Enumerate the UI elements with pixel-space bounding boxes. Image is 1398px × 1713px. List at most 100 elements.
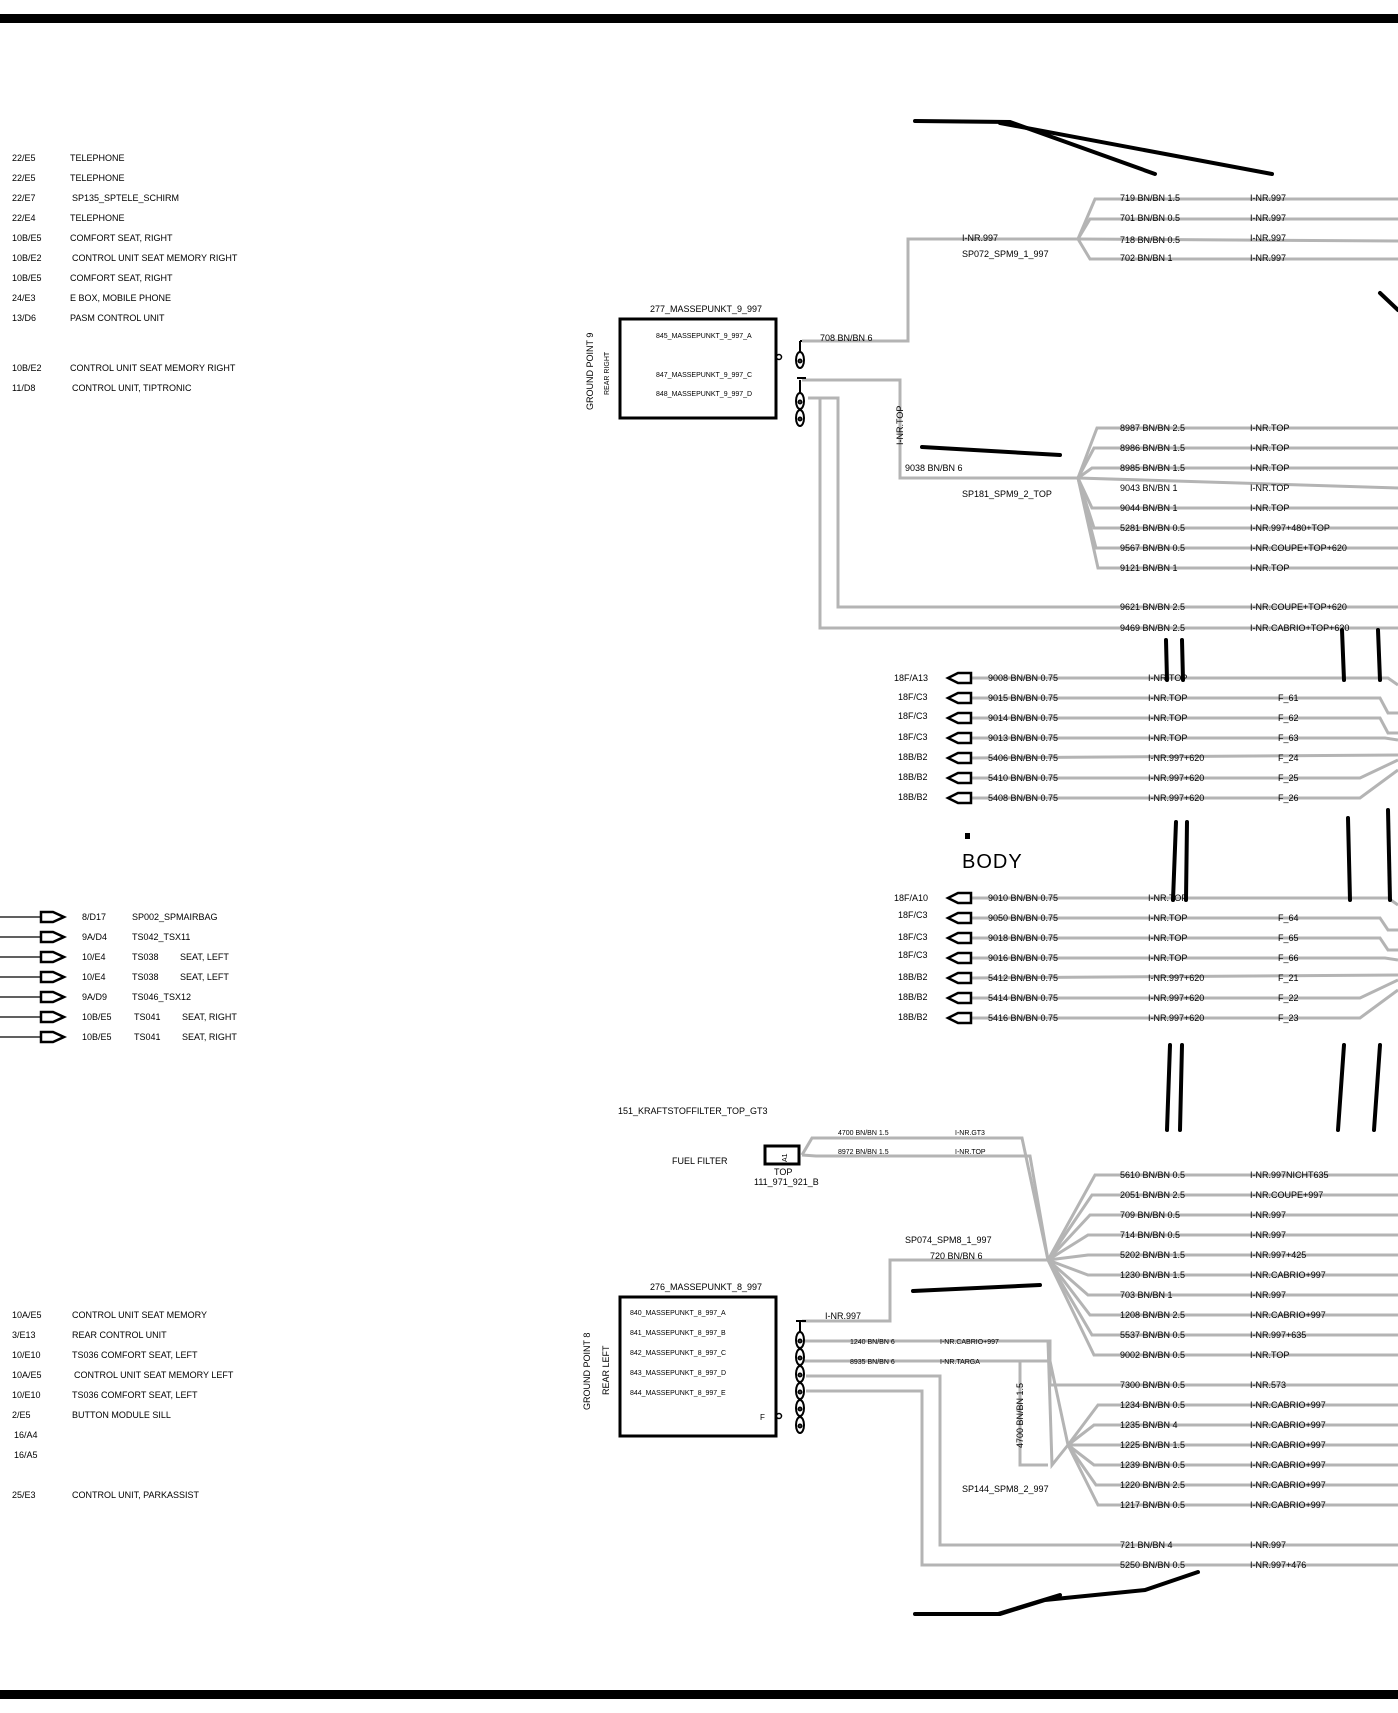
inr-label: I-NR.GT3	[955, 1130, 985, 1137]
ref-desc: E BOX, MOBILE PHONE	[70, 293, 171, 303]
inr-label: I-NR.997+620	[1148, 753, 1204, 763]
wire-label: 5406 BN/BN 0.75	[988, 753, 1058, 763]
connector-arrow-icon	[945, 931, 973, 945]
connector-arrow-icon	[945, 911, 973, 925]
wire-label: 4700 BN/BN 1.5	[838, 1130, 889, 1137]
inr-label: I-NR.TOP	[1250, 563, 1289, 573]
ref-code: 22/E7	[12, 193, 36, 203]
fuse-label: F_22	[1278, 993, 1299, 1003]
arrow-ref: 10B/E5	[82, 1032, 112, 1042]
inr-label: I-NR.TOP	[1250, 423, 1289, 433]
wire-label: 1240 BN/BN 6	[850, 1339, 895, 1346]
top-border	[0, 14, 1398, 23]
wire-label: 709 BN/BN 0.5	[1120, 1210, 1180, 1220]
connector-arrow-icon	[945, 991, 973, 1005]
fuse-label: F_24	[1278, 753, 1299, 763]
ref-code: 16/A5	[14, 1450, 38, 1460]
arrow-ref: 10/E4	[82, 972, 106, 982]
ref-code: 25/E3	[12, 1490, 36, 1500]
connector-ref: 18B/B2	[898, 972, 928, 982]
wire-label: 1217 BN/BN 0.5	[1120, 1500, 1185, 1510]
pin-label: 844_MASSEPUNKT_8_997_E	[630, 1390, 726, 1397]
ref-code: 3/E13	[12, 1330, 36, 1340]
inr-label: I-NR.997+620	[1148, 1013, 1204, 1023]
connector-arrow-icon	[945, 731, 973, 745]
inr-label: I-NR.997	[1250, 1540, 1286, 1550]
inr-label: I-NR.TARGA	[940, 1359, 980, 1366]
connector-arrow-icon	[945, 891, 973, 905]
connector-arrow-icon	[945, 971, 973, 985]
wire-label: 9002 BN/BN 0.5	[1120, 1350, 1185, 1360]
arrow-connector-icon	[39, 1010, 68, 1024]
wire-label: 1230 BN/BN 1.5	[1120, 1270, 1185, 1280]
wire-label: 5281 BN/BN 0.5	[1120, 523, 1185, 533]
fuel-filter-code: 111_971_921_B	[754, 1177, 819, 1187]
arrow-desc: SEAT, RIGHT	[182, 1032, 237, 1042]
wire-label: 1220 BN/BN 2.5	[1120, 1480, 1185, 1490]
wire-label: 9469 BN/BN 2.5	[1120, 623, 1185, 633]
wire-label: 9008 BN/BN 0.75	[988, 673, 1058, 683]
inr-label: I-NR.997+620	[1148, 773, 1204, 783]
connector-ref: 18B/B2	[898, 752, 928, 762]
inr-label: I-NR.CABRIO+TOP+620	[1250, 623, 1349, 633]
wire-label: 702 BN/BN 1	[1120, 253, 1173, 263]
wire-label: 1235 BN/BN 4	[1120, 1420, 1178, 1430]
inr-label: I-NR.TOP	[955, 1149, 986, 1156]
wire-label: 8935 BN/BN 6	[850, 1359, 895, 1366]
inr-label: I-NR.CABRIO+997	[1250, 1270, 1326, 1280]
arrow-ref: 8/D17	[82, 912, 106, 922]
ref-desc: CONTROL UNIT SEAT MEMORY LEFT	[74, 1370, 234, 1380]
ref-desc: TS036 COMFORT SEAT, LEFT	[72, 1390, 198, 1400]
fuse-label: F_62	[1278, 713, 1299, 723]
connector-ref: 18F/C3	[898, 910, 928, 920]
wire-label: 719 BN/BN 1.5	[1120, 193, 1180, 203]
wire-label: 5410 BN/BN 0.75	[988, 773, 1058, 783]
arrow-connector-icon	[39, 990, 68, 1004]
connector-arrow-icon	[945, 951, 973, 965]
branch-5-labels: 1234 BN/BN 0.5 I-NR.CABRIO+997 1235 BN/B…	[1120, 1400, 1326, 1510]
fuse-label: F_61	[1278, 693, 1299, 703]
connector-arrow-icon	[945, 751, 973, 765]
ref-desc: TELEPHONE	[70, 213, 125, 223]
ref-code: 22/E5	[12, 153, 36, 163]
wire-label: 8972 BN/BN 1.5	[838, 1149, 889, 1156]
inr-label: I-NR.997+620	[1148, 793, 1204, 803]
inr-label: I-NR.997+620	[1148, 973, 1204, 983]
arrow-ref: 9A/D9	[82, 992, 107, 1002]
connector-group-2: 18F/A10 9010 BN/BN 0.75 I-NR.TOP 18F/C3 …	[894, 891, 1299, 1025]
inr-label: I-NR.COUPE+997	[1250, 1190, 1323, 1200]
wire-label: I-NR.997	[825, 1311, 861, 1321]
inr-label: I-NR.997+480+TOP	[1250, 523, 1330, 533]
ref-desc: TELEPHONE	[70, 153, 125, 163]
wire-label: 9621 BN/BN 2.5	[1120, 602, 1185, 612]
inr-label: I-NR.CABRIO+997	[1250, 1440, 1326, 1450]
inr-label: I-NR.997	[1250, 253, 1286, 263]
wire-label: 701 BN/BN 0.5	[1120, 213, 1180, 223]
left-refs-bottom: 10A/E5 CONTROL UNIT SEAT MEMORY 3/E13 RE…	[12, 1310, 234, 1500]
connector-ref: 18F/C3	[898, 732, 928, 742]
ref-code: 22/E4	[12, 213, 36, 223]
wire-label: 9016 BN/BN 0.75	[988, 953, 1058, 963]
branch-6-labels: 721 BN/BN 4 I-NR.997 5250 BN/BN 0.5 I-NR…	[1120, 1540, 1306, 1570]
inr-label: I-NR.TOP	[1148, 933, 1187, 943]
bottom-border	[0, 1690, 1398, 1699]
inr-label: I-NR.TOP	[1250, 503, 1289, 513]
ref-desc: TS036 COMFORT SEAT, LEFT	[72, 1350, 198, 1360]
inr-label: I-NR.TOP	[1148, 953, 1187, 963]
fuel-filter-label: FUEL FILTER	[672, 1156, 728, 1166]
wire-label: 5610 BN/BN 0.5	[1120, 1170, 1185, 1180]
body-marker-icon	[965, 833, 970, 839]
inr-label: I-NR.COUPE+TOP+620	[1250, 543, 1347, 553]
splice-label: SP072_SPM9_1_997	[962, 249, 1049, 259]
ref-desc: CONTROL UNIT SEAT MEMORY RIGHT	[72, 253, 238, 263]
inr-label: I-NR.TOP	[1250, 443, 1289, 453]
inr-label: I-NR.TOP	[1148, 713, 1187, 723]
fuse-label: F_23	[1278, 1013, 1299, 1023]
pin-label: 843_MASSEPUNKT_8_997_D	[630, 1370, 726, 1377]
connector-arrow-icon	[945, 711, 973, 725]
black-harness-strokes	[911, 119, 1398, 1616]
left-refs-top: 22/E5 TELEPHONE 22/E5 TELEPHONE 22/E7 SP…	[12, 153, 238, 393]
inr-label: I-NR.997	[1250, 213, 1286, 223]
wire-label: 5537 BN/BN 0.5	[1120, 1330, 1185, 1340]
